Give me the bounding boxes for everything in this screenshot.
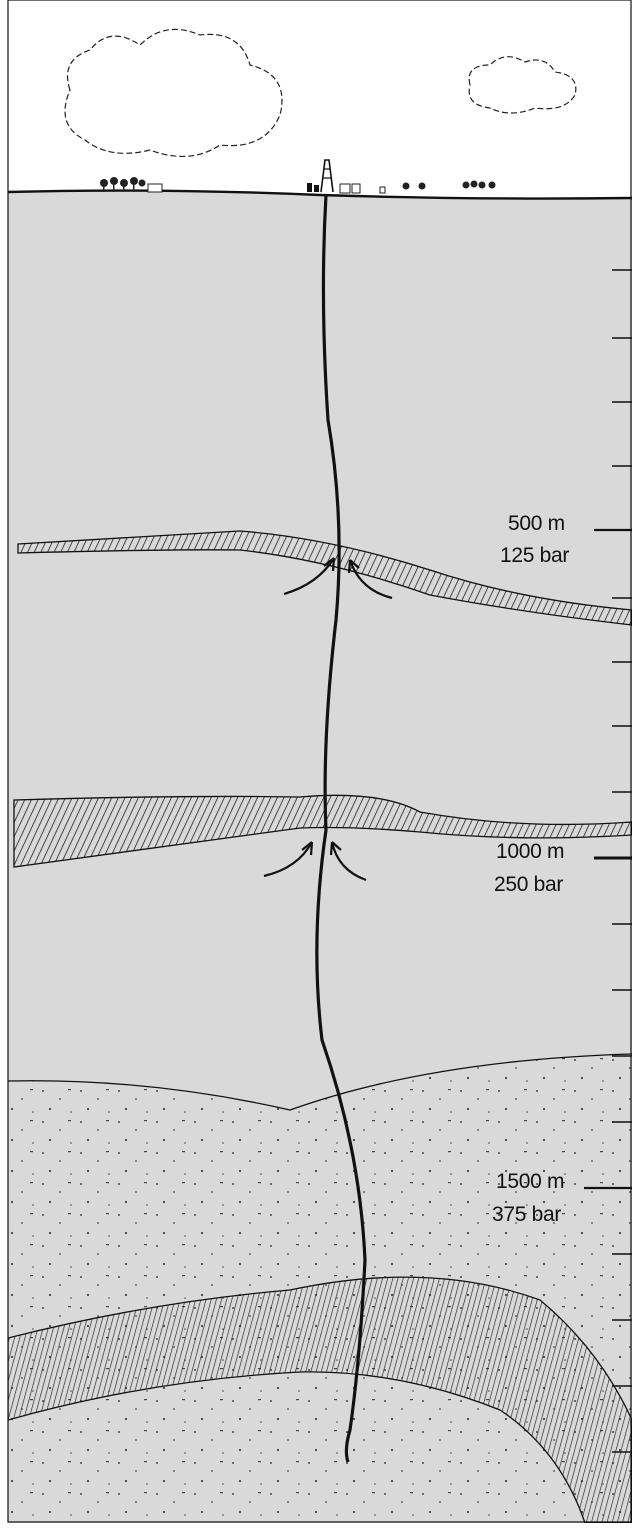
pressure-label-125: 125 bar (500, 544, 569, 568)
building-icon (148, 184, 162, 192)
depth-label-500: 500 m (508, 512, 565, 536)
depth-label-1000: 1000 m (496, 840, 564, 864)
depth-label-1500: 1500 m (496, 1170, 564, 1194)
pressure-label-375: 375 bar (492, 1203, 561, 1227)
pressure-label-250: 250 bar (494, 873, 563, 897)
